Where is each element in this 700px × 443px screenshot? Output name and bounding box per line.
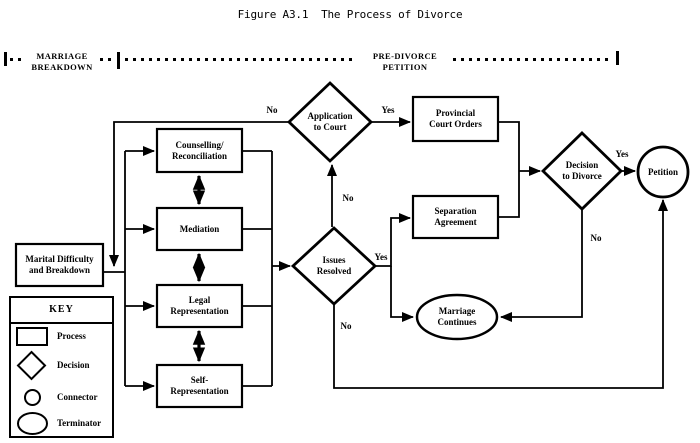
key-process-label: Process [57, 331, 86, 341]
edge-label-application-no: No [266, 104, 278, 115]
phase-band-right-bar [616, 51, 619, 65]
phase-band-left-bar [4, 52, 7, 66]
counselling-box [155, 127, 244, 174]
decision-line1: Decision [565, 160, 599, 170]
marital-line1: Marital Difficulty [25, 254, 94, 264]
application-to-court-label: Application to Court [288, 100, 372, 144]
petition-connector [636, 145, 690, 199]
counselling-line1: Counselling/ [175, 139, 224, 150]
edge-decision-no [500, 210, 583, 322]
counselling-label: Counselling/ Reconciliation [157, 129, 242, 172]
edge-separation-out [498, 171, 520, 218]
petition-label: Petition [638, 152, 688, 192]
key-decision-shape-icon [16, 350, 47, 381]
phase-band-dots-1 [10, 58, 26, 61]
legal-representation-box [155, 283, 244, 329]
edge-label-issues-to-application-no: No [342, 192, 354, 203]
marriage-continues-line1: Marriage [438, 306, 476, 316]
marital-line2: and Breakdown [28, 265, 91, 275]
marital-difficulty-label: Marital Difficulty and Breakdown [16, 244, 103, 286]
issues-resolved-diamond [290, 226, 378, 306]
phase-right-line2: PETITION [382, 62, 428, 72]
provincial-court-orders-box [411, 95, 500, 143]
key-terminator-shape-icon [17, 412, 48, 435]
self-representation-box [155, 363, 244, 409]
edge-label-issues-yes: Yes [374, 251, 388, 262]
edge-provincial-out [498, 121, 520, 171]
issues-line1: Issues [322, 255, 346, 265]
separation-line2: Agreement [434, 217, 477, 227]
edge-label-decision-yes: Yes [615, 148, 629, 159]
legal-line1: Legal [188, 295, 211, 305]
self-line1: Self- [190, 375, 209, 385]
key-connector-label: Connector [57, 392, 98, 402]
self-representation-label: Self- Representation [157, 365, 242, 407]
edge-label-decision-no: No [590, 232, 602, 243]
application-to-court-diamond [286, 81, 374, 163]
edge-issues-yes-down [390, 266, 414, 322]
self-line2: Representation [170, 386, 229, 396]
phase-label-pre-divorce-petition: PRE-DIVORCE PETITION [360, 51, 450, 75]
provincial-line2: Court Orders [429, 119, 482, 129]
issues-resolved-label: Issues Resolved [292, 244, 376, 288]
edge-label-application-yes: Yes [381, 104, 395, 115]
mediation-line1: Mediation [179, 223, 220, 234]
legal-line2: Representation [170, 306, 229, 316]
application-line2: to Court [313, 122, 347, 132]
edge-issues-no-to-petition [333, 199, 668, 389]
marriage-continues-terminator [415, 293, 499, 341]
phase-band-dots-3 [125, 58, 356, 61]
key-title: KEY [49, 304, 74, 315]
phase-right-line1: PRE-DIVORCE [372, 51, 438, 61]
decision-to-divorce-label: Decision to Divorce [540, 149, 624, 193]
marriage-continues-line2: Continues [437, 317, 477, 327]
decision-line2: to Divorce [562, 171, 602, 181]
edge-issues-yes-up [375, 213, 411, 267]
phase-band-dots-4 [453, 58, 611, 61]
key-terminator-label: Terminator [57, 418, 102, 428]
key-process-shape-icon [16, 327, 48, 346]
application-line1: Application [307, 111, 353, 121]
phase-left-line1: MARRIAGE [36, 51, 88, 61]
separation-agreement-label: Separation Agreement [413, 196, 498, 238]
marriage-continues-label: Marriage Continues [417, 296, 497, 338]
legal-representation-label: Legal Representation [157, 285, 242, 327]
edge-label-issues-no: No [340, 320, 352, 331]
figure-title: Figure A3.1 The Process of Divorce [237, 8, 463, 21]
marital-difficulty-box [14, 242, 105, 288]
issues-line2: Resolved [316, 266, 352, 276]
phase-left-line2: BREAKDOWN [31, 62, 93, 72]
separation-agreement-box [411, 194, 500, 240]
provincial-line1: Provincial [435, 108, 476, 118]
decision-to-divorce-diamond [540, 131, 624, 211]
counselling-line2: Reconciliation [172, 150, 227, 161]
mediation-box [155, 206, 244, 252]
key-connector-shape-icon [24, 389, 41, 406]
mediation-label: Mediation [157, 208, 242, 250]
edge-application-no-return [109, 121, 289, 267]
provincial-court-orders-label: Provincial Court Orders [413, 97, 498, 141]
key-decision-label: Decision [57, 360, 90, 370]
separation-line1: Separation [434, 206, 477, 216]
phase-band-mid-bar [117, 52, 120, 69]
petition-line1: Petition [648, 166, 678, 177]
phase-band-dots-2 [100, 58, 114, 61]
phase-label-marriage-breakdown: MARRIAGE BREAKDOWN [24, 51, 100, 75]
